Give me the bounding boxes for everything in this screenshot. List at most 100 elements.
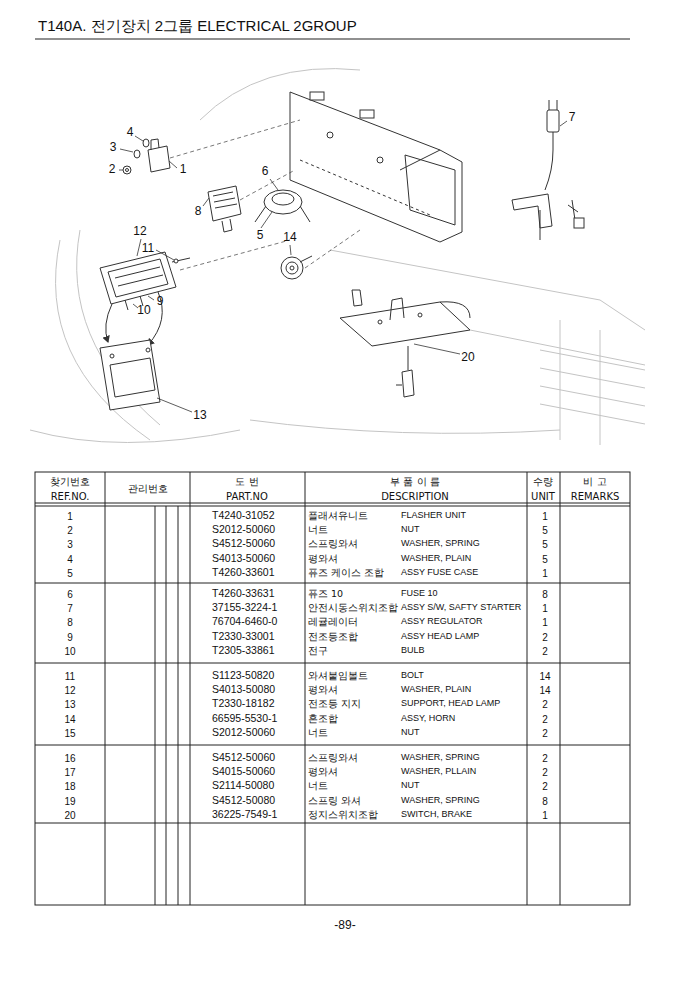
part-number: T2330-33001	[212, 631, 274, 643]
part-name-korean: 레귤레이터	[308, 617, 358, 627]
part-number: S4512-50080	[212, 795, 275, 807]
callout-number: 12	[133, 225, 146, 238]
table-header: 부 품 이 름	[390, 476, 440, 487]
brake-switch	[340, 290, 470, 397]
callout-number: 14	[283, 231, 296, 244]
callout-number: 9	[157, 295, 164, 308]
page-number: -89-	[334, 919, 355, 932]
mounting-panel	[290, 92, 462, 242]
fuse-case	[255, 190, 310, 222]
ref-number: 18	[64, 781, 75, 792]
callout-number: 20	[461, 351, 474, 364]
part-name-english: WASHER, PLAIN	[401, 554, 471, 564]
ref-number: 13	[64, 699, 75, 710]
part-number: S4512-50060	[212, 539, 275, 551]
parts-table-grid	[35, 472, 630, 905]
flasher-unit	[123, 139, 170, 174]
quantity: 14	[539, 671, 550, 682]
ref-number: 4	[67, 553, 73, 564]
part-number: S2012-50060	[212, 524, 275, 536]
part-name-korean: 너트	[308, 728, 328, 738]
ref-number: 20	[64, 809, 75, 820]
part-name-korean: 혼조합	[308, 713, 338, 723]
part-number: T4240-31052	[212, 510, 274, 522]
part-name-korean: 평와셔	[308, 767, 338, 777]
quantity: 5	[542, 525, 548, 536]
part-name-korean: 전조등조합	[308, 631, 358, 641]
ref-number: 11	[65, 671, 75, 682]
part-number: S2114-50080	[212, 781, 274, 793]
part-name-english: NUT	[401, 728, 420, 738]
ref-number: 3	[67, 539, 73, 550]
part-name-english: FUSE 10	[401, 589, 438, 599]
quantity: 8	[542, 589, 548, 600]
ref-number: 17	[64, 767, 75, 778]
leader-line	[119, 121, 567, 412]
part-name-english: ASSY, HORN	[401, 714, 455, 724]
part-number: T2305-33861	[212, 645, 274, 657]
tractor-outline	[30, 69, 645, 445]
part-number: S1123-50820	[212, 670, 274, 682]
table-header: PART.NO	[226, 491, 268, 502]
table-header: REMARKS	[571, 491, 620, 502]
table-header: DESCRIPTION	[381, 491, 449, 502]
part-name-korean: 스프링 와셔	[308, 795, 361, 805]
quantity: 2	[542, 727, 548, 738]
assembly-arrow	[106, 292, 162, 345]
part-number: T4260-33631	[212, 588, 274, 600]
quantity: 1	[542, 511, 548, 522]
part-name-english: ASSY HEAD LAMP	[401, 632, 479, 642]
ref-number: 14	[64, 713, 75, 724]
safety-starter-switch	[512, 100, 584, 240]
quantity: 5	[542, 539, 548, 550]
part-name-korean: 와셔붙임볼트	[308, 671, 368, 681]
table-header: 도 번	[235, 476, 258, 487]
ref-number: 6	[67, 589, 73, 600]
part-number: 37155-3224-1	[212, 602, 277, 614]
part-name-korean: 정지스위치조합	[308, 810, 378, 820]
table-header: 비 고	[583, 476, 606, 487]
part-number: 76704-6460-0	[212, 617, 277, 629]
head-lamp	[100, 252, 190, 310]
part-name-english: ASSY S/W, SAFTY STARTER	[401, 603, 521, 613]
part-name-korean: 전구	[308, 646, 328, 656]
quantity: 8	[542, 795, 548, 806]
part-number: S4015-50060	[212, 766, 275, 778]
quantity: 1	[542, 617, 548, 628]
part-number: 66595-5530-1	[212, 713, 277, 725]
part-name-english: WASHER, SPRING	[401, 753, 480, 763]
callout-number: 2	[109, 163, 116, 176]
ref-number: 16	[64, 753, 75, 764]
part-name-korean: 전조등 지지	[308, 699, 361, 709]
part-name-english: NUT	[401, 781, 420, 791]
part-name-english: ASSY REGULATOR	[401, 617, 483, 627]
ref-number: 15	[64, 727, 75, 738]
part-name-english: ASSY FUSE CASE	[401, 568, 478, 578]
quantity: 2	[542, 753, 548, 764]
part-name-english: WASHER, SPRING	[401, 539, 480, 549]
ref-number: 12	[64, 685, 75, 696]
quantity: 1	[542, 567, 548, 578]
part-name-korean: 너트	[308, 525, 328, 535]
quantity: 1	[542, 603, 548, 614]
part-name-english: SUPPORT, HEAD LAMP	[401, 699, 500, 709]
part-number: S4512-50060	[212, 752, 275, 764]
part-name-korean: 퓨즈 케이스 조합	[308, 568, 384, 578]
quantity: 2	[542, 645, 548, 656]
ref-number: 8	[67, 617, 73, 628]
part-number: S2012-50060	[212, 727, 275, 739]
part-name-korean: 플래셔유니트	[308, 511, 368, 521]
page-title: T140A. 전기장치 2그룹 ELECTRICAL 2GROUP	[38, 18, 357, 35]
table-header: 찾기번호	[50, 476, 90, 487]
assembly-line	[170, 120, 360, 270]
table-header: 수량	[533, 476, 553, 487]
table-header: 관리번호	[128, 483, 168, 494]
part-number: S4013-50060	[212, 553, 275, 565]
ref-number: 5	[67, 567, 73, 578]
part-name-english: WASHER, PLLAIN	[401, 767, 476, 777]
part-name-english: WASHER, SPRING	[401, 796, 480, 806]
callout-number: 13	[193, 409, 206, 422]
part-name-korean: 평와셔	[308, 553, 338, 563]
ref-number: 10	[64, 645, 75, 656]
